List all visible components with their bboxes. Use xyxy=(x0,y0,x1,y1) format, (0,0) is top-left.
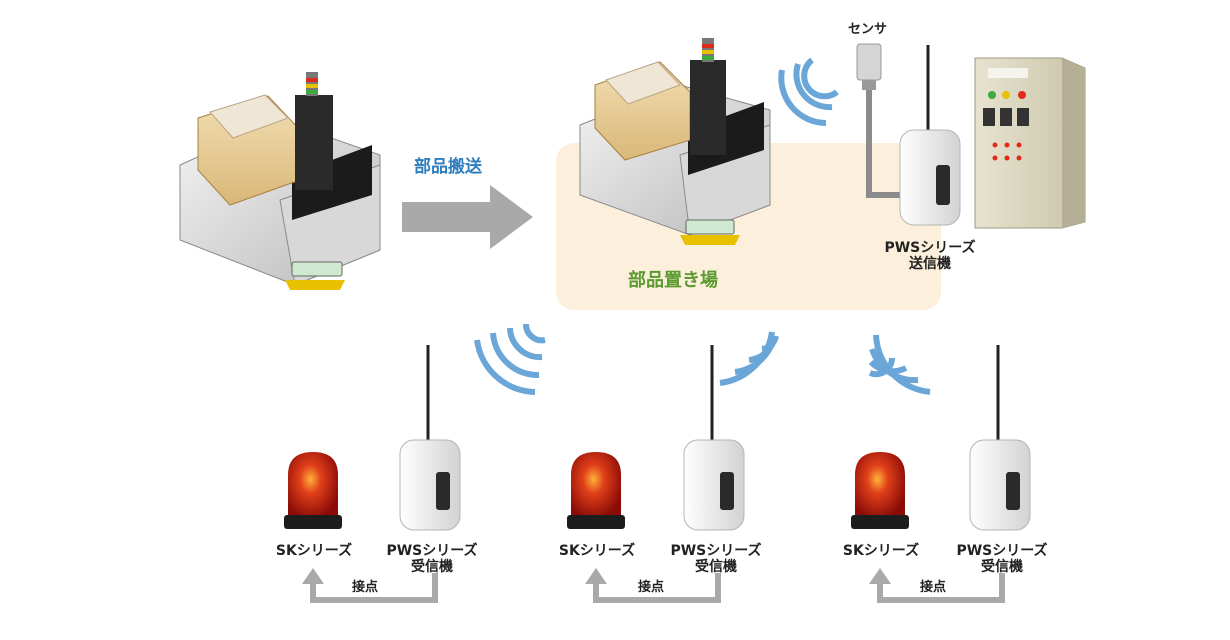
connector-arrow-icon xyxy=(310,573,438,603)
receiver-label: PWSシリーズ 受信機 xyxy=(950,543,1054,575)
wifi-wave-icon xyxy=(778,57,839,126)
sensor-icon xyxy=(856,43,882,90)
transmitter-label-line2: 送信機 xyxy=(909,256,951,272)
sk-series-label: SKシリーズ xyxy=(558,543,636,559)
sk-series-label: SKシリーズ xyxy=(275,543,353,559)
contact-label: 接点 xyxy=(920,580,947,595)
signal-beacon-icon xyxy=(284,452,342,529)
receiver-label-line2: 受信機 xyxy=(981,559,1023,575)
signal-beacon-icon xyxy=(567,452,625,529)
control-panel-icon xyxy=(974,57,1086,229)
sensor-cable xyxy=(866,90,900,198)
transmitter-label-line1: PWSシリーズ xyxy=(884,240,976,256)
transport-label: 部品搬送 xyxy=(414,157,482,177)
receiver-label-line1: PWSシリーズ xyxy=(386,543,478,559)
receiver-label-line1: PWSシリーズ xyxy=(670,543,762,559)
receiver-icon xyxy=(683,345,745,531)
receiver-label: PWSシリーズ 受信機 xyxy=(664,543,768,575)
agv-robot-icon xyxy=(579,38,771,245)
receiver-label-line2: 受信機 xyxy=(411,559,453,575)
arrow-right-icon xyxy=(402,185,533,249)
agv-robot-icon xyxy=(179,72,381,290)
connector-arrow-icon xyxy=(877,573,1005,603)
receiver-label: PWSシリーズ 受信機 xyxy=(380,543,484,575)
receiver-label-line1: PWSシリーズ xyxy=(956,543,1048,559)
parts-area-label: 部品置き場 xyxy=(628,270,718,291)
receiver-label-line2: 受信機 xyxy=(695,559,737,575)
connector-arrowhead xyxy=(869,568,891,584)
wifi-wave-icon xyxy=(868,334,931,395)
receiver-icon xyxy=(399,345,461,531)
sk-series-label: SKシリーズ xyxy=(842,543,920,559)
signal-beacon-icon xyxy=(851,452,909,529)
connector-arrowhead xyxy=(585,568,607,584)
receiver-icon xyxy=(969,345,1031,531)
transmitter-label: PWSシリーズ 送信機 xyxy=(878,240,982,272)
connector-arrow-icon xyxy=(593,573,721,603)
contact-label: 接点 xyxy=(638,580,665,595)
connector-arrowhead xyxy=(302,568,324,584)
wifi-wave-icon xyxy=(719,331,779,386)
transmitter-icon xyxy=(899,45,961,226)
contact-label: 接点 xyxy=(352,580,379,595)
wifi-wave-icon xyxy=(474,323,546,395)
sensor-label: センサ xyxy=(848,22,888,37)
